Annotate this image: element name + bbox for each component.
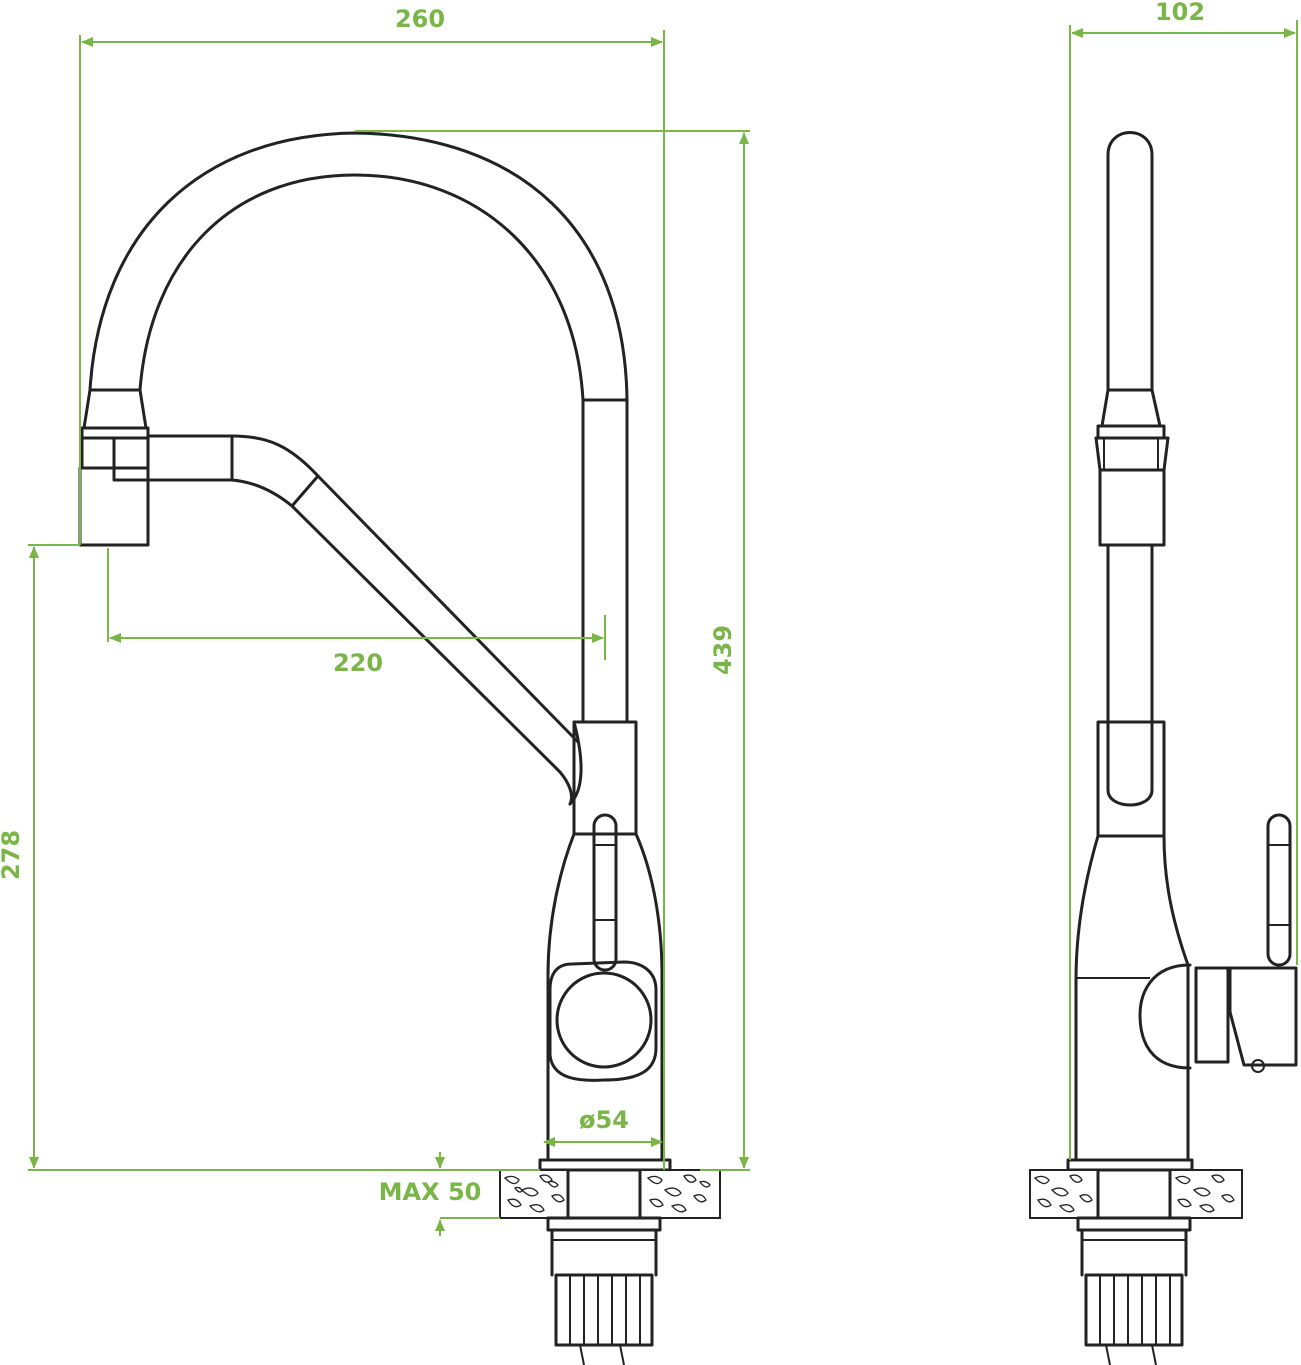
side-spout (1106, 131, 1154, 392)
fixing-nut-side (1080, 1228, 1188, 1365)
dim-label-278: 278 (0, 830, 25, 880)
swivel-collar (572, 720, 638, 836)
spout-arc-inner (138, 173, 585, 402)
dimension-labels: 260 102 220 439 278 ø54 MAX 50 (0, 0, 1205, 1206)
dimension-lines (28, 20, 1298, 1236)
side-spray-head (1094, 388, 1170, 547)
dim-label-260: 260 (395, 5, 445, 33)
dim-label-102: 102 (1155, 0, 1205, 26)
countertop-side (1029, 1168, 1243, 1232)
cartridge-knob (555, 971, 653, 1069)
dim-label-439: 439 (709, 625, 737, 675)
swivel-spout-top (146, 434, 580, 744)
countertop-front (499, 1168, 721, 1232)
dim-label-max50: MAX 50 (379, 1178, 482, 1206)
lever-handle (592, 813, 618, 972)
faucet-side-view (1029, 131, 1298, 1365)
side-body (1074, 834, 1190, 1162)
side-lever (1266, 813, 1292, 967)
dim-label-54: ø54 (579, 1106, 629, 1134)
dim-label-220: 220 (333, 649, 383, 677)
side-cartridge (1138, 963, 1192, 1070)
fixing-nut-front (550, 1228, 658, 1365)
faucet-front-view (78, 131, 721, 1365)
swivel-spout-bottom (146, 478, 574, 806)
spray-head (78, 388, 150, 547)
spout-arc-outer (88, 131, 629, 402)
